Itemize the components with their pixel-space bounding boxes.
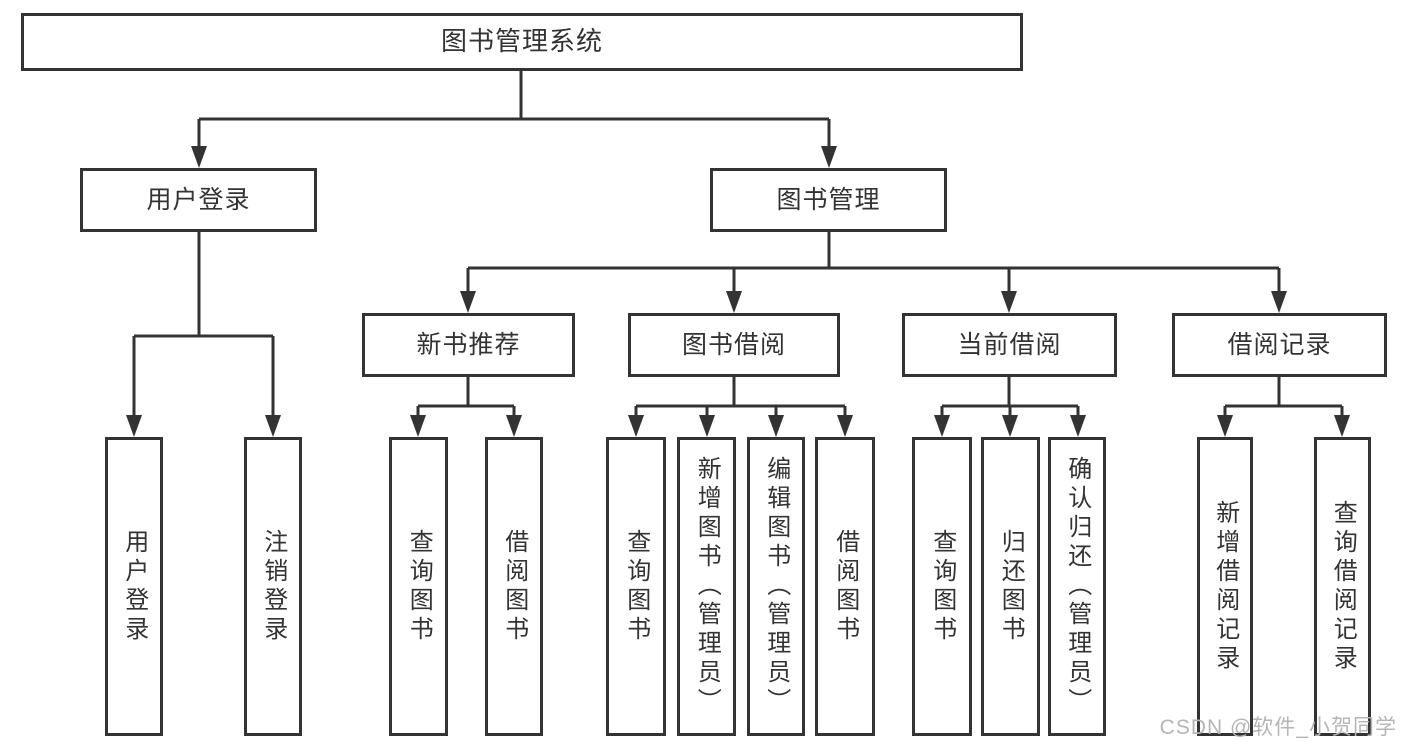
leaf-return-book-label: 归还图书 [997, 528, 1025, 645]
arrowheads [126, 146, 1350, 437]
leaf-confirm-return-admin-label: 确认归还（管理员） [1063, 456, 1091, 717]
node-root-label: 图书管理系统 [440, 26, 603, 57]
node-user-login: 用户登录 [80, 168, 317, 232]
node-new-book-recommend: 新书推荐 [362, 313, 575, 377]
leaf-current-query-book: 查询图书 [912, 437, 972, 736]
node-book-management-label: 图书管理 [776, 185, 881, 214]
leaf-logout: 注销登录 [244, 437, 302, 736]
leaf-query-borrow-record: 查询借阅记录 [1314, 437, 1371, 736]
leaf-recommend-query-book-label: 查询图书 [405, 528, 433, 645]
leaf-borrow-book-label: 借阅图书 [831, 528, 859, 645]
leaf-logout-label: 注销登录 [259, 528, 287, 645]
leaf-user-login: 用户登录 [105, 437, 163, 736]
leaf-borrowing-query-book-label: 查询图书 [622, 528, 650, 645]
leaf-borrow-book: 借阅图书 [815, 437, 875, 736]
leaf-add-book-admin-label: 新增图书（管理员） [693, 456, 721, 717]
csdn-watermark: CSDN @软件_小贺同学 [1159, 716, 1397, 739]
leaf-current-query-book-label: 查询图书 [928, 528, 956, 645]
leaf-edit-book-admin-label: 编辑图书（管理员） [762, 456, 790, 717]
leaf-user-login-label: 用户登录 [120, 528, 148, 645]
node-new-book-recommend-label: 新书推荐 [416, 330, 521, 359]
leaf-edit-book-admin: 编辑图书（管理员） [747, 437, 805, 736]
node-user-login-label: 用户登录 [146, 185, 251, 214]
leaf-recommend-borrow-book-label: 借阅图书 [500, 528, 528, 645]
node-borrowing-records: 借阅记录 [1172, 313, 1387, 377]
leaf-add-borrow-record: 新增借阅记录 [1197, 437, 1253, 736]
node-book-management: 图书管理 [710, 168, 947, 232]
node-current-borrowing: 当前借阅 [902, 313, 1117, 377]
node-book-borrowing-label: 图书借阅 [681, 330, 786, 359]
node-borrowing-records-label: 借阅记录 [1227, 330, 1332, 359]
leaf-recommend-query-book: 查询图书 [389, 437, 448, 736]
leaf-confirm-return-admin: 确认归还（管理员） [1048, 437, 1106, 736]
leaf-add-borrow-record-label: 新增借阅记录 [1211, 499, 1239, 674]
node-book-borrowing: 图书借阅 [628, 313, 840, 377]
node-root-system: 图书管理系统 [21, 13, 1023, 71]
leaf-return-book: 归还图书 [981, 437, 1040, 736]
leaf-query-borrow-record-label: 查询借阅记录 [1329, 499, 1357, 674]
leaf-borrowing-query-book: 查询图书 [606, 437, 666, 736]
leaf-add-book-admin: 新增图书（管理员） [677, 437, 736, 736]
node-current-borrowing-label: 当前借阅 [957, 330, 1062, 359]
connector-elbows [132, 71, 1344, 419]
leaf-recommend-borrow-book: 借阅图书 [485, 437, 543, 736]
